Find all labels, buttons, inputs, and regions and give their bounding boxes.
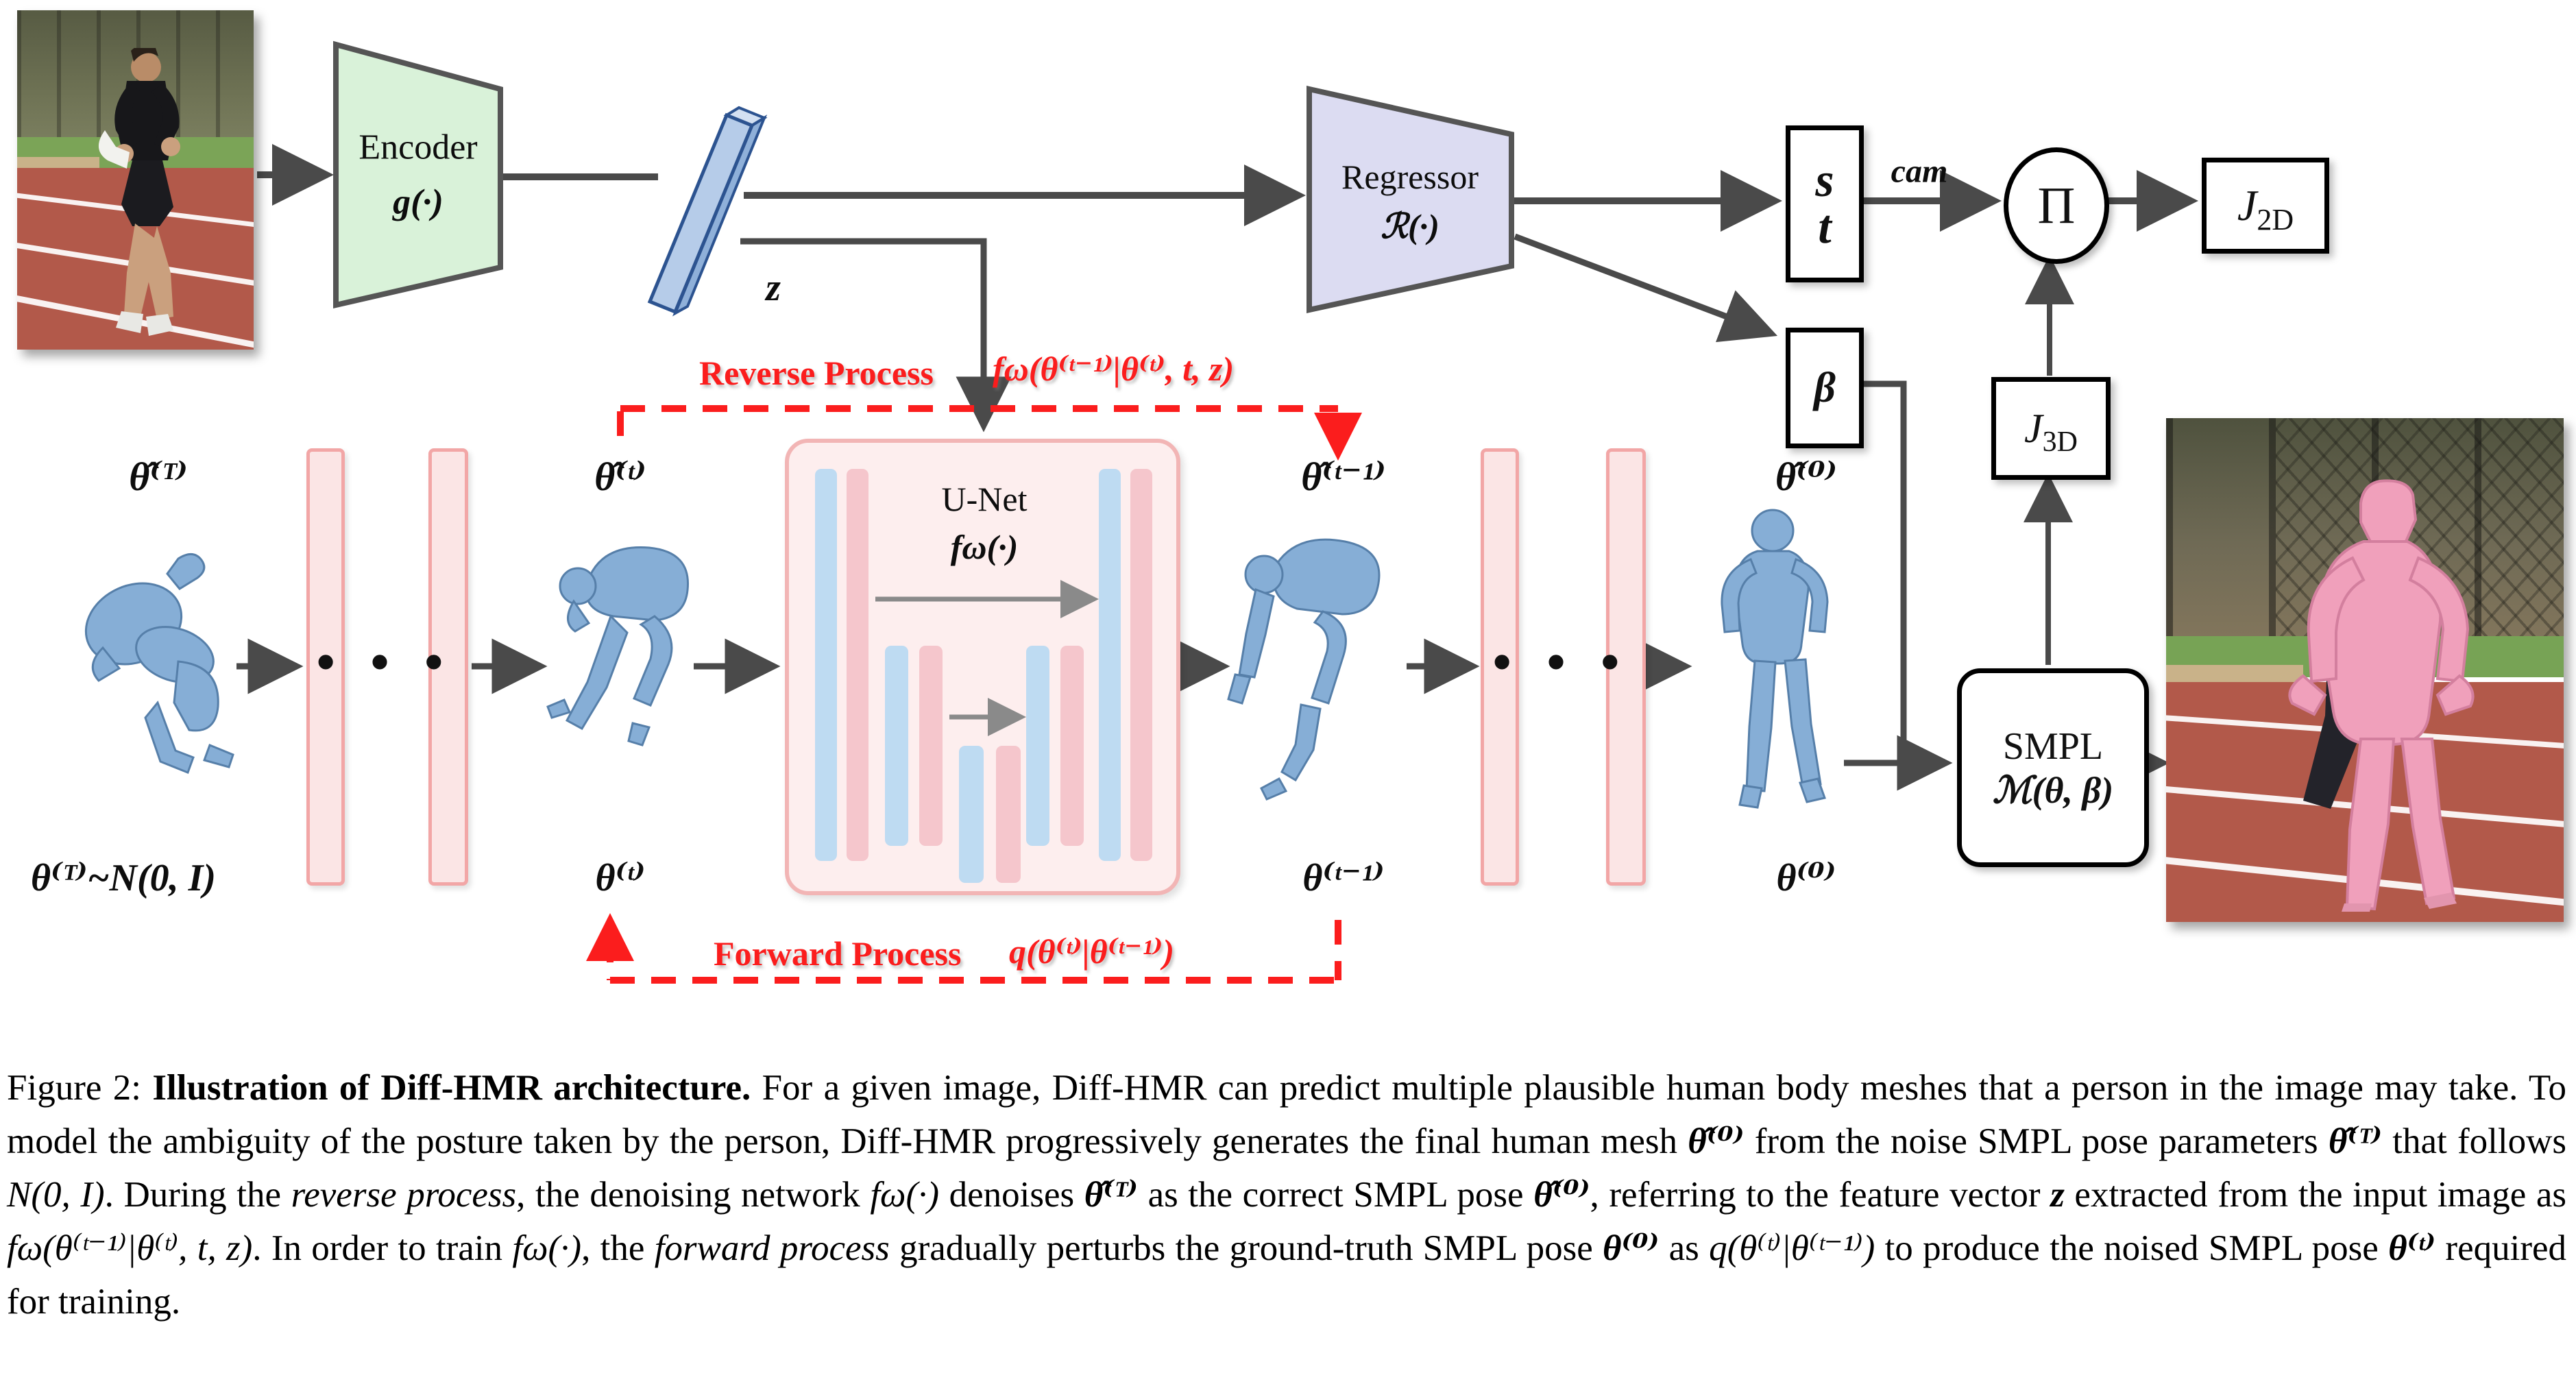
caption-segment: θ̂⁽⁰⁾ <box>1533 1175 1590 1215</box>
arrow-z-to-unet <box>740 238 1012 433</box>
output-image-mesh-person <box>2288 479 2475 912</box>
reverse-process-formula: fω(θ⁽ᵗ⁻¹⁾|θ⁽ᵗ⁾, t, z) <box>993 350 1235 388</box>
reverse-process-label: Reverse Process <box>699 354 934 392</box>
caption-segment: θ̂⁽ᵀ⁾ <box>1084 1175 1138 1215</box>
caption-segment: θ⁽⁰⁾ <box>1603 1228 1660 1268</box>
j2d-label: J2D <box>2237 180 2294 234</box>
caption-segment: , the denoising network <box>516 1175 871 1215</box>
caption-segment: fω(θ⁽ᵗ⁻¹⁾|θ⁽ᵗ⁾, t, z) <box>7 1228 253 1268</box>
caption-segment: . In order to train <box>252 1228 513 1268</box>
beta-label: β <box>1814 364 1836 411</box>
caption-segment: θ̂⁽ᵀ⁾ <box>2328 1121 2383 1161</box>
caption-segment: that follows <box>2382 1121 2566 1161</box>
diffusion-step-bar-4 <box>1606 448 1646 886</box>
j2d-sub: 2D <box>2257 202 2294 236</box>
caption-segment: N(0, I) <box>7 1175 105 1215</box>
caption-segment: For a given image, Diff-HMR can predict … <box>7 1068 2566 1161</box>
caption-segment: reverse process <box>291 1175 517 1215</box>
output-image <box>2166 418 2564 922</box>
caption-segment: fω(·) <box>870 1175 940 1215</box>
mesh-theta-t <box>546 546 690 746</box>
input-image <box>17 10 254 350</box>
j3d-main: J <box>2024 405 2043 451</box>
projection-pi-label: Π <box>2037 176 2076 234</box>
smpl-box: SMPL ℳ(θ, β) <box>1957 668 2149 867</box>
caption-segment: as <box>1659 1228 1710 1268</box>
caption-segment: extracted from the input image as <box>2064 1175 2566 1215</box>
unet-label-line1: U-Net <box>941 480 1028 518</box>
encoder-label-line2: g(·) <box>393 182 443 222</box>
mesh-theta-t1 <box>1227 538 1381 801</box>
mesh-noise-theta-T <box>84 553 234 774</box>
state-label-theta-0: θ⁽⁰⁾ <box>1776 857 1836 899</box>
state-label-theta-T-noise: θ⁽ᵀ⁾~N(0, I) <box>30 857 217 899</box>
j3d-label: J3D <box>2024 405 2078 457</box>
caption-segment: θ⁽ᵗ⁾ <box>2388 1228 2436 1268</box>
smpl-label-line2: ℳ(θ, β) <box>1992 769 2114 811</box>
state-label-theta-hat-T: θ̂⁽ᵀ⁾ <box>129 454 188 499</box>
feature-z-label: z <box>766 267 781 309</box>
state-label-theta-hat-t: θ̂⁽ᵗ⁾ <box>594 454 646 499</box>
beta-box: β <box>1786 328 1864 448</box>
diffusion-step-bar-2 <box>428 448 468 886</box>
mesh-theta-0 <box>1721 509 1829 809</box>
j2d-main: J <box>2237 181 2257 230</box>
state-label-theta-t1: θ⁽ᵗ⁻¹⁾ <box>1302 857 1385 899</box>
caption-segment: θ̂⁽⁰⁾ <box>1688 1121 1745 1161</box>
j3d-box: J3D <box>1991 377 2111 480</box>
state-label-theta-t: θ⁽ᵗ⁾ <box>595 857 646 899</box>
caption-segment: to produce the noised SMPL pose <box>1875 1228 2389 1268</box>
t-label: t <box>1818 200 1832 254</box>
caption-segment: forward process <box>654 1228 890 1268</box>
caption-segment: as the correct SMPL pose <box>1137 1175 1534 1215</box>
caption-segment: Figure 2: <box>7 1068 153 1108</box>
caption-segment: fω(·) <box>512 1228 582 1268</box>
caption-segment: , the <box>581 1228 655 1268</box>
caption-segment: , referring to the feature vector <box>1590 1175 2051 1215</box>
arrow-regressor-to-beta <box>1514 233 1778 343</box>
state-label-theta-hat-t1: θ̂⁽ᵗ⁻¹⁾ <box>1301 454 1386 499</box>
s-label: s <box>1815 154 1834 207</box>
regressor-trapezoid <box>1307 86 1514 313</box>
j2d-box: J2D <box>2202 158 2329 254</box>
smpl-label-line1: SMPL <box>2002 725 2104 768</box>
feature-z-bar <box>647 106 768 317</box>
figure-caption: Figure 2: Illustration of Diff-HMR archi… <box>7 1061 2566 1328</box>
diffusion-step-bar-1 <box>306 448 345 886</box>
forward-process-formula: q(θ⁽ᵗ⁾|θ⁽ᵗ⁻¹⁾) <box>1009 932 1174 971</box>
encoder-trapezoid <box>333 40 503 309</box>
state-label-theta-hat-0: θ̂⁽⁰⁾ <box>1775 454 1838 499</box>
input-image-runner <box>98 48 180 336</box>
unet-box: U-Net fω(·) <box>785 439 1180 895</box>
cam-label: cam <box>1891 153 1948 190</box>
caption-segment: required for training. <box>7 1228 2566 1322</box>
caption-segment: Illustration of Diff-HMR architecture. <box>152 1068 751 1108</box>
forward-process-label: Forward Process <box>714 934 962 973</box>
diffusion-step-bar-3 <box>1481 448 1519 886</box>
caption-segment: gradually perturbs the ground-truth SMPL… <box>889 1228 1603 1268</box>
caption-segment: denoises <box>939 1175 1084 1215</box>
ellipsis-left: • • • <box>316 632 454 692</box>
projection-circle: Π <box>2004 147 2109 264</box>
regressor-label-line1: Regressor <box>1341 158 1479 196</box>
caption-segment: . During the <box>104 1175 291 1215</box>
encoder-label-line1: Encoder <box>359 127 478 167</box>
j3d-sub: 3D <box>2042 426 2078 458</box>
st-output-box: s t <box>1786 125 1864 282</box>
caption-segment: from the noise SMPL pose parameters <box>1744 1121 2329 1161</box>
regressor-label-line2: ℛ(·) <box>1381 207 1439 245</box>
caption-segment: z <box>2050 1175 2065 1215</box>
caption-segment: q(θ⁽ᵗ⁾|θ⁽ᵗ⁻¹⁾) <box>1709 1228 1875 1268</box>
unet-label-line2: fω(·) <box>950 528 1019 566</box>
line-beta-to-smpl <box>1854 380 1907 761</box>
ellipsis-right: • • • <box>1492 632 1631 692</box>
unet-skip-connections <box>875 580 1099 736</box>
